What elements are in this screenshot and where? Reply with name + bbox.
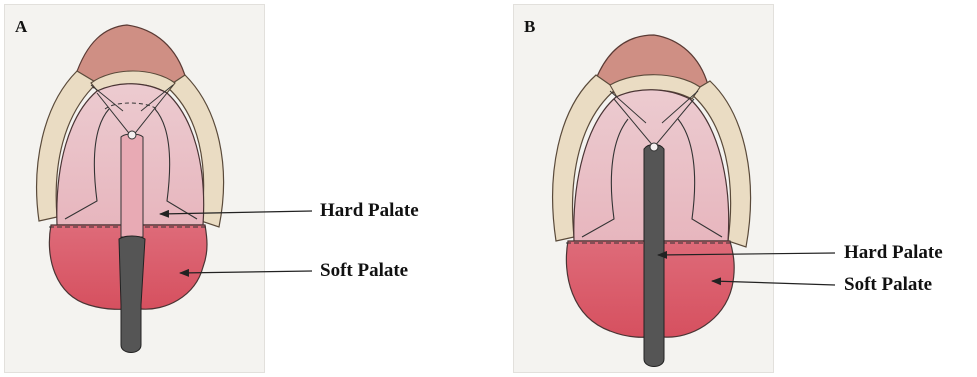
hard-palate-arrow-b [658, 253, 835, 255]
soft-palate-label: Soft Palate [320, 260, 408, 282]
hard-palate-label: Hard Palate [844, 242, 943, 264]
hard-palate-label: Hard Palate [320, 200, 419, 222]
hard-palate-arrow-a [160, 211, 312, 214]
soft-palate-arrow-b [712, 281, 835, 285]
soft-palate-label: Soft Palate [844, 274, 932, 296]
soft-palate-arrow-a [180, 271, 312, 273]
